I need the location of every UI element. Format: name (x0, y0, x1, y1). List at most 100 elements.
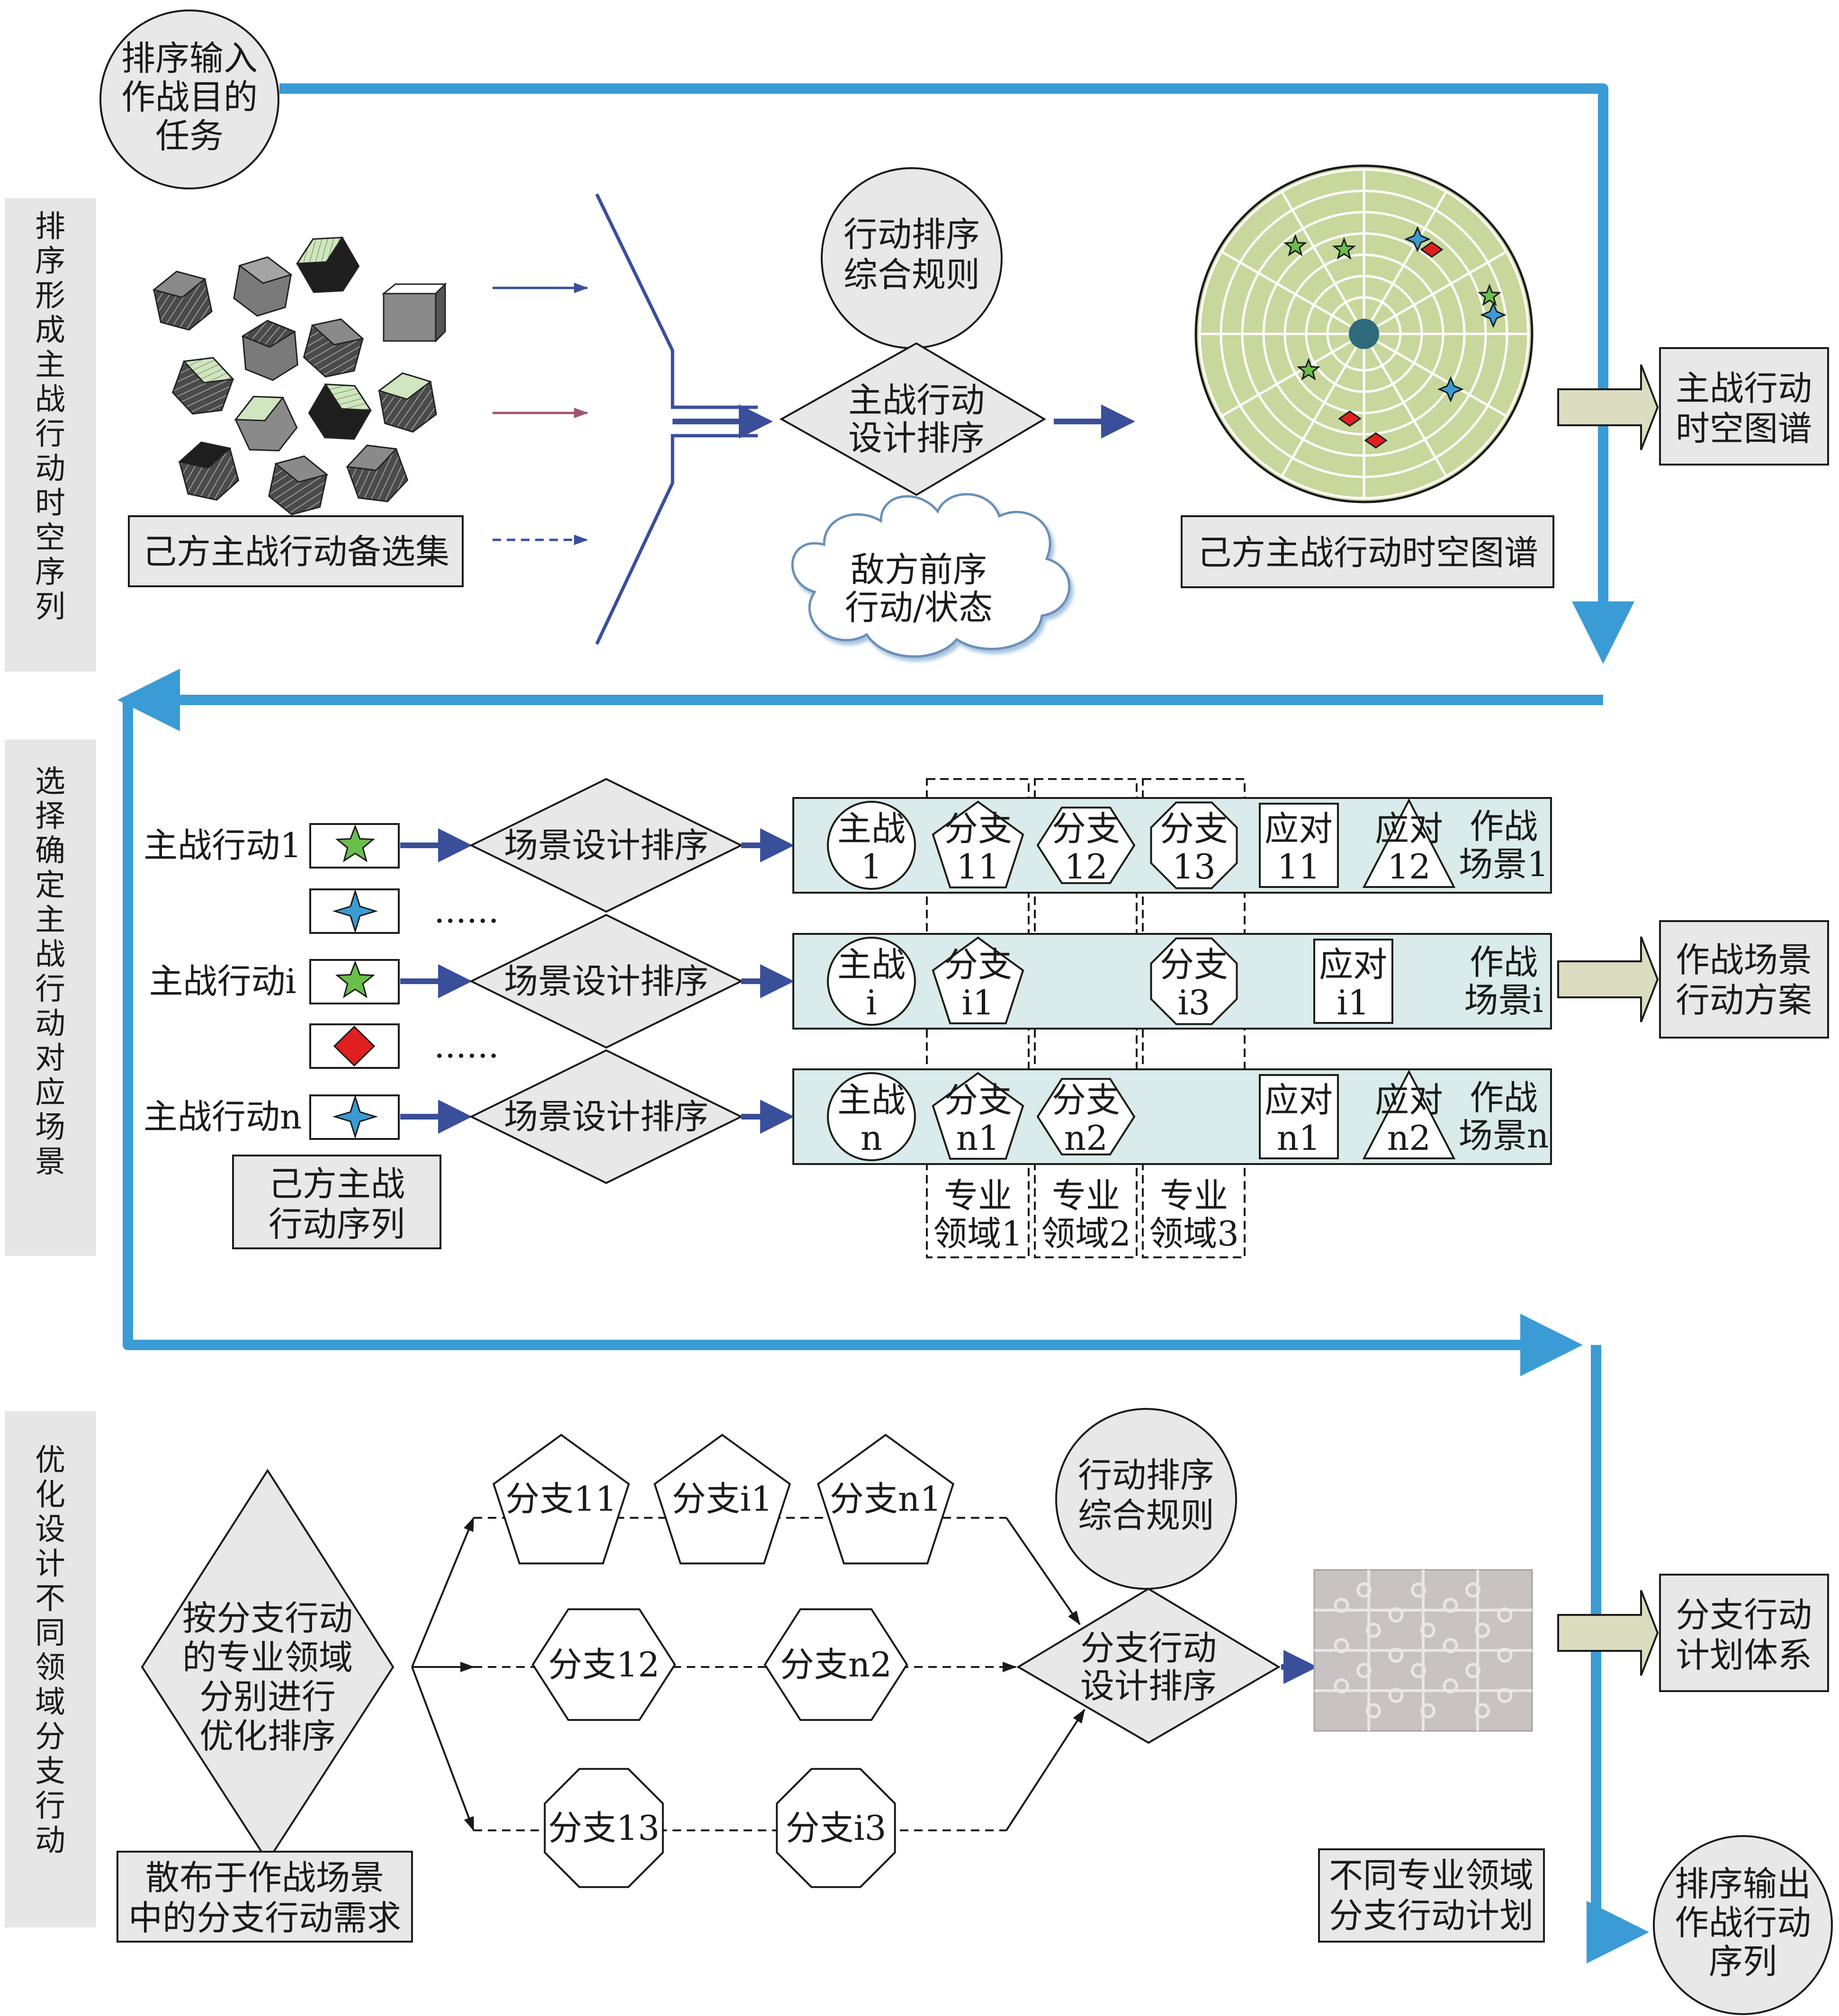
scene-label-line-1: 作战 (1470, 942, 1538, 982)
sequence-line-1: 己方主战 (269, 1164, 405, 1204)
red-diamond-icon (1420, 241, 1444, 258)
blue-star-icon (332, 888, 378, 934)
branch-flow-lines (411, 1517, 1085, 1831)
candidate-cubes (152, 236, 447, 516)
main-action-node (827, 937, 916, 1026)
scene-design-label: 场景设计排序 (504, 1097, 709, 1137)
green-star-icon (335, 960, 375, 998)
branch-pentagon-label: 分支n1 (830, 1479, 942, 1519)
demand-label-box: 散布于作战场景 中的分支行动需求 (117, 1851, 413, 1943)
legend-icons: ...... ...... (309, 888, 499, 1069)
main-node-label: 主战 (837, 945, 906, 985)
domain-labels: 专业 领域1 专业 领域2 专业 领域3 (933, 1176, 1239, 1254)
output-box-1: 主战行动 时空图谱 (1659, 347, 1829, 466)
sequence-label-box: 己方主战 行动序列 (232, 1155, 441, 1249)
response-label: 应对 (1375, 809, 1443, 849)
response-label: 应对 (1319, 945, 1387, 985)
response-number: 12 (1387, 847, 1431, 887)
output-arrow-3 (1557, 1590, 1659, 1676)
rules-2-line-1: 行动排序 (1078, 1455, 1214, 1495)
response-label: 应对 (1375, 1080, 1443, 1120)
domain-2-line-2: 领域2 (1041, 1214, 1131, 1254)
demand-line-2: 中的分支行动需求 (128, 1898, 401, 1938)
enemy-line-2: 行动/状态 (845, 588, 993, 627)
green-star-icon (1332, 237, 1356, 260)
branch-node (1150, 801, 1238, 889)
branch-node (932, 800, 1024, 888)
rules-circle-2: 行动排序 综合规则 (1055, 1408, 1237, 1590)
branch-node-label: 分支 (1160, 809, 1228, 849)
plan-line-1: 不同专业领域 (1329, 1855, 1534, 1895)
branch-hexagon (763, 1608, 908, 1721)
stage-sidebar-2: 选择确定主战行动对应场景 (5, 740, 96, 1256)
main-node-label: 主战 (837, 809, 906, 849)
branch-pentagon (653, 1434, 791, 1565)
main-node-number: n (861, 1118, 882, 1158)
stage-2-label: 选择确定主战行动对应场景 (35, 764, 65, 1180)
domain-3-line-1: 专业 (1160, 1176, 1228, 1216)
branch-node (1036, 1078, 1136, 1156)
response-node (1259, 1074, 1339, 1159)
blue-star-icon (332, 1094, 378, 1139)
main-action-label: 主战行动i (149, 961, 296, 1001)
branch-hexagon (531, 1608, 676, 1721)
map-label-box: 己方主战行动时空图谱 (1181, 515, 1554, 588)
branch-node (1036, 806, 1136, 884)
demand-line-1: 散布于作战场景 (145, 1858, 384, 1898)
output-1-line-2: 时空图谱 (1676, 409, 1812, 448)
design-1-line-1: 主战行动 (848, 380, 985, 420)
response-label: 应对 (1265, 1080, 1333, 1120)
branch-node (1150, 937, 1238, 1025)
response-number: n1 (1277, 1118, 1320, 1158)
branch-node-label: 分支 (944, 945, 1012, 985)
main-flow-line (117, 83, 1649, 1963)
branch-node-number: n1 (956, 1118, 1000, 1158)
start-line-2: 作战目的 (121, 77, 258, 117)
main-node-number: i (866, 983, 877, 1022)
branch-hexagon-label: 分支n2 (780, 1645, 892, 1684)
branch-node-label: 分支 (944, 809, 1012, 849)
branch-node-number: 13 (1172, 847, 1216, 887)
green-star-icon (1297, 358, 1320, 381)
response-number: n2 (1387, 1118, 1431, 1158)
scene-label-line-1: 作战 (1470, 806, 1538, 846)
domain-2-line-1: 专业 (1052, 1176, 1120, 1216)
response-number: 11 (1277, 847, 1320, 887)
branch-octagon-label: 分支i3 (786, 1808, 887, 1848)
design-1-line-2: 设计排序 (848, 418, 985, 458)
red-diamond-icon (1338, 410, 1362, 427)
output-3-line-1: 分支行动 (1676, 1595, 1812, 1635)
rules-1-line-2: 综合规则 (843, 255, 980, 295)
response-node (1259, 803, 1339, 888)
branch-pentagon-label: 分支i1 (672, 1479, 773, 1519)
domain-1-line-1: 专业 (944, 1176, 1012, 1216)
big-diamond: 按分支行动 的专业领域 分别进行 优化排序 (141, 1469, 395, 1863)
main-action-node (827, 1072, 916, 1161)
plan-label-box: 不同专业领域 分支行动计划 (1318, 1848, 1545, 1943)
branch-diamond-line-1: 分支行动 (1080, 1628, 1217, 1668)
scene-label-line-2: 场景1 (1459, 844, 1549, 884)
candidate-set-label: 己方主战行动备选集 (143, 532, 449, 572)
funnel (595, 193, 773, 645)
candidate-set-box: 己方主战行动备选集 (128, 515, 464, 587)
output-3-line-2: 计划体系 (1676, 1635, 1812, 1675)
branch-node-number: 11 (956, 847, 1000, 887)
branch-diamond-line-2: 设计排序 (1080, 1666, 1217, 1706)
branch-octagon (544, 1768, 664, 1888)
big-diamond-line-4: 优化排序 (199, 1716, 336, 1756)
ellipsis-1: ...... (434, 891, 499, 931)
output-1-line-1: 主战行动 (1676, 368, 1812, 408)
domain-3-line-2: 领域3 (1149, 1214, 1239, 1254)
stage-sidebar-3: 优化设计不同领域分支行动 (5, 1411, 96, 1927)
end-node: 排序输出 作战行动 序列 (1653, 1835, 1833, 2015)
output-2-line-1: 作战场景 (1676, 940, 1812, 980)
branch-node (932, 1072, 1024, 1160)
scene-label-line-2: 场景n (1459, 1116, 1549, 1156)
design-diamond-1: 主战行动 设计排序 (779, 342, 1046, 496)
branch-pentagon (492, 1434, 630, 1565)
